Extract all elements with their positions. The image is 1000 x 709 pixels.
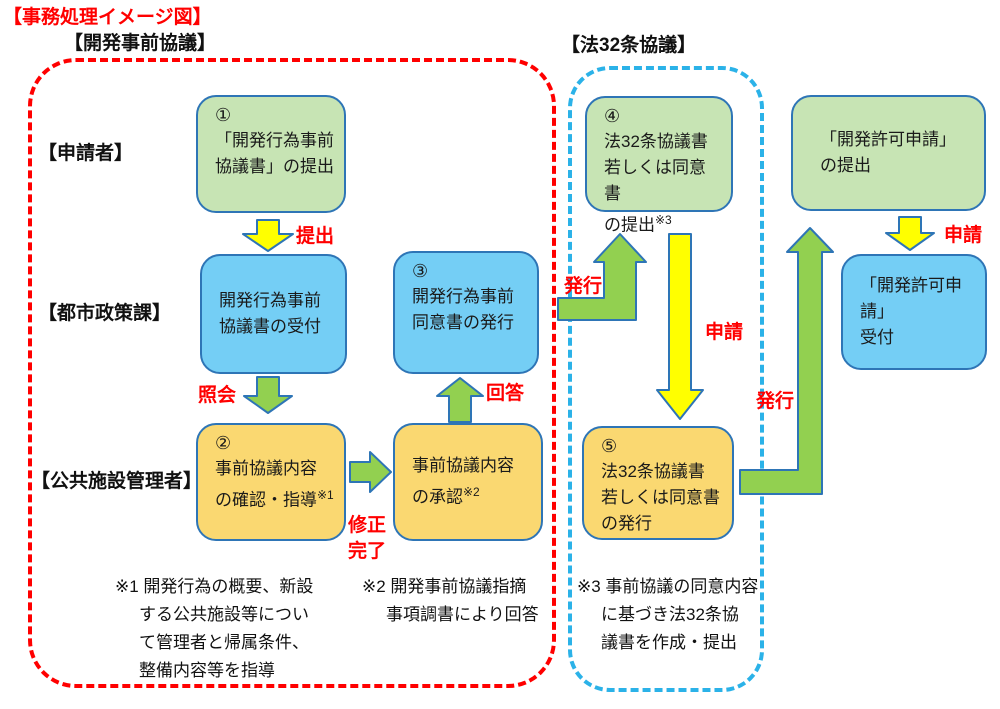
box-4-footnote-ref: ※3 — [655, 213, 672, 227]
box-3-consent-issue: ③ 開発行為事前 同意書の発行 — [393, 251, 539, 374]
apply-arrow-right — [885, 216, 935, 251]
footnote-3: ※3 事前協議の同意内容 に基づき法32条協 議書を作成・提出 — [577, 577, 759, 652]
issue-elbow-arrow-2 — [739, 227, 834, 495]
section-label-pre-consultation: 【開発事前協議】 — [64, 33, 217, 54]
issue-elbow-arrow-1 — [557, 233, 647, 321]
box-1-text: 「開発行為事前 協議書」の提出 — [215, 131, 334, 176]
box-3-text: 開発行為事前 同意書の発行 — [412, 287, 514, 332]
arrow-label-apply-2: 申請 — [944, 225, 983, 246]
box-content-approval: 事前協議内容 の承認※2 — [393, 423, 543, 541]
box-permit-submit: 「開発許可申請」 の提出 — [791, 95, 986, 211]
box-5-number: ⑤ — [601, 436, 618, 456]
box-4-number: ④ — [604, 106, 621, 126]
box-5-text: 法32条協議書 若しくは同意書 の発行 — [601, 462, 720, 533]
apply-long-arrow — [656, 233, 704, 420]
section-label-article32: 【法32条協議】 — [561, 35, 697, 56]
arrow-label-inquiry: 照会 — [198, 385, 237, 406]
arrow-label-issue-2: 発行 — [756, 391, 795, 412]
reply-arrow — [436, 377, 484, 423]
article32-group-border — [568, 66, 764, 692]
box-approval-footnote-ref: ※2 — [463, 485, 480, 500]
box-reception-text: 開発行為事前 協議書の受付 — [219, 291, 321, 336]
arrow-label-reply: 回答 — [486, 383, 525, 404]
submit-arrow — [242, 219, 294, 252]
box-2-number: ② — [215, 433, 232, 453]
box-5-article32-issue: ⑤ 法32条協議書 若しくは同意書 の発行 — [582, 426, 734, 540]
box-permit-reception: 「開発許可申請」 受付 — [841, 254, 987, 370]
diagram-title: 【事務処理イメージ図】 — [3, 7, 212, 28]
box-approval-text: 事前協議内容 の承認※2 — [412, 456, 514, 507]
footnote-2: ※2 開発事前協議指摘 事項調書により回答 — [362, 577, 539, 624]
pre-consultation-group-border — [28, 58, 556, 688]
actor-label-urban-policy: 【都市政策課】 — [38, 303, 172, 324]
box-pre-consult-reception: 開発行為事前 協議書の受付 — [200, 254, 347, 374]
actor-label-facility-manager: 【公共施設管理者】 — [31, 471, 203, 492]
box-2-content-check: ② 事前協議内容 の確認・指導※1 — [196, 423, 346, 541]
box-permit-reception-text: 「開発許可申請」 受付 — [860, 276, 962, 347]
box-2-text: 事前協議内容 の確認・指導※1 — [215, 459, 334, 510]
box-1-pre-consult-submit: ① 「開発行為事前 協議書」の提出 — [196, 95, 346, 213]
box-2-footnote-ref: ※1 — [317, 488, 334, 502]
revision-done-arrow — [349, 451, 392, 493]
arrow-label-issue-1: 発行 — [564, 276, 603, 297]
box-3-number: ③ — [412, 261, 429, 281]
arrow-label-submit: 提出 — [296, 226, 335, 247]
footnote-1: ※1 開発行為の概要、新設 する公共施設等につい て管理者と帰属条件、 整備内容… — [115, 577, 314, 680]
box-4-text: 法32条協議書 若しくは同意書 の提出※3 — [604, 132, 708, 235]
box-permit-submit-text: 「開発許可申請」 の提出 — [820, 130, 956, 175]
arrow-label-apply-1: 申請 — [705, 322, 744, 343]
actor-label-applicant: 【申請者】 — [38, 143, 134, 164]
box-1-number: ① — [215, 105, 232, 125]
inquiry-arrow — [243, 376, 293, 414]
arrow-label-revision-done: 修正 完了 — [348, 515, 387, 562]
box-4-article32-submit: ④ 法32条協議書 若しくは同意書 の提出※3 — [585, 96, 733, 235]
